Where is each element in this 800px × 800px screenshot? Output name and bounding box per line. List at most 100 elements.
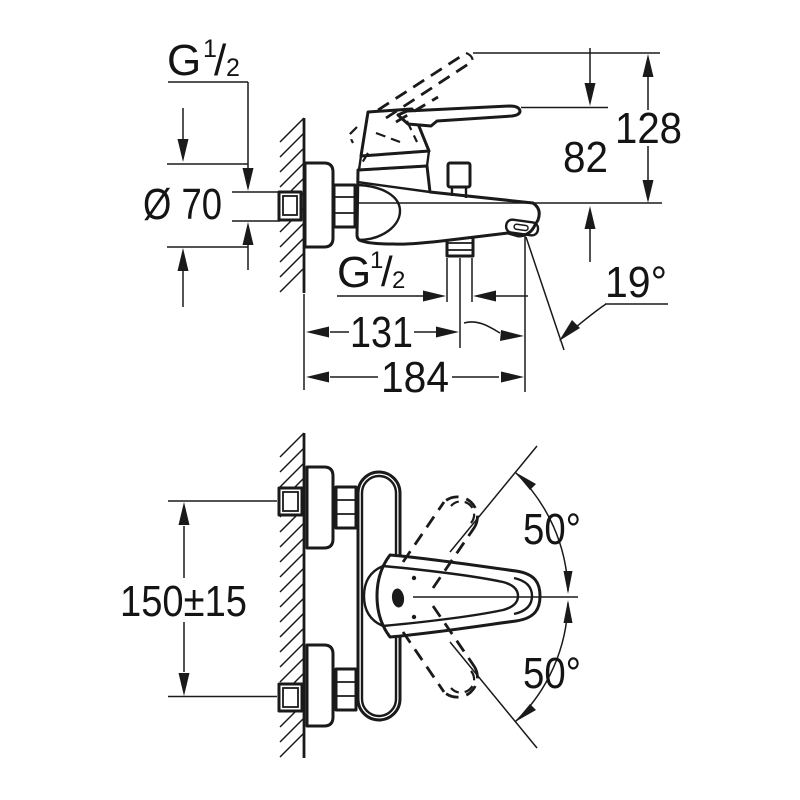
label-wall-to-spout-tip: 184 <box>381 353 449 402</box>
arrowhead <box>306 326 329 338</box>
hex-nut-flats <box>334 196 355 214</box>
raised-lever-inner-edge <box>395 95 439 124</box>
inlet-extension-lines <box>232 191 280 222</box>
label-inlet-thread-slash: / <box>214 36 227 85</box>
lever-front-inner-contour <box>362 564 520 628</box>
raised-lever-bottom-edge <box>385 59 474 120</box>
arrowhead <box>642 54 654 77</box>
label-inlet-thread-numerator: 1 <box>203 35 217 63</box>
dim-spout-angle-19 <box>463 236 668 351</box>
raised-housing-left-edge <box>358 152 369 169</box>
arrowhead <box>515 472 536 490</box>
faucet-body-side <box>355 104 541 258</box>
arrowhead <box>177 248 189 271</box>
wall-flange <box>303 161 335 249</box>
label-shower-thread-base: G <box>337 248 371 297</box>
aerator-slot <box>513 223 529 232</box>
arrowhead <box>436 326 459 338</box>
raised-lever-top-edge <box>377 51 467 112</box>
connection-hex-nut <box>332 183 357 229</box>
inlet-square-union <box>277 190 303 222</box>
arrowhead <box>563 571 573 594</box>
label-shower-thread-slash: / <box>381 248 393 295</box>
inlet-square-inner-bottom <box>282 687 299 708</box>
dim-shower-thread <box>337 258 528 348</box>
dim-184-lines <box>330 233 526 392</box>
side-view-labels: G 1 / 2 Ø 70 128 82 19° G 1 / 2 131 184 <box>143 35 682 402</box>
dim-connection-spacing <box>168 500 277 698</box>
label-spout-height: 82 <box>563 133 608 182</box>
front-view: 150±15 50° 50° <box>120 432 581 758</box>
hex-nut-top <box>334 485 358 530</box>
arrowhead <box>423 290 446 302</box>
aerator-ring <box>504 218 540 237</box>
wall-flange-bottom <box>305 643 335 728</box>
raised-lever-tip <box>465 51 475 62</box>
spout-angle-arc <box>463 321 501 334</box>
spout-angle-line <box>525 236 565 351</box>
spout-angle-leader <box>569 303 668 333</box>
inlet-thread-leader <box>168 81 249 270</box>
lever-front-outer <box>375 553 542 639</box>
raised-housing-right-edge <box>406 120 418 143</box>
raised-housing-bottom-edge <box>375 131 401 144</box>
label-spout-angle: 19° <box>605 258 667 307</box>
arrowhead <box>473 290 496 302</box>
label-flange-diameter: Ø 70 <box>143 180 222 229</box>
arrowhead <box>559 320 580 341</box>
lever-mark-upper <box>411 575 417 581</box>
diverter-knob <box>446 161 472 198</box>
lever-down-position <box>401 605 479 699</box>
wall-flange-top <box>305 465 335 550</box>
flange-diameter-lines <box>167 108 248 307</box>
union-dome-cover <box>357 183 402 242</box>
arrowhead <box>584 83 596 106</box>
arrowhead <box>563 600 573 623</box>
arrowhead <box>584 206 596 229</box>
lever-down-inner-cap <box>450 670 476 694</box>
dim-150-lines <box>168 500 277 698</box>
swivel-leg-down <box>449 641 538 749</box>
mounting-front-top <box>277 465 358 550</box>
label-connection-spacing: 150±15 <box>120 577 247 626</box>
side-view: G 1 / 2 Ø 70 128 82 19° G 1 / 2 131 184 <box>143 35 682 402</box>
lever-indicator-dot <box>391 588 405 608</box>
shower-thread-lines <box>337 258 528 348</box>
swivel-leg-up <box>449 445 538 553</box>
faucet-body-front <box>356 470 542 722</box>
arrowhead <box>306 371 329 383</box>
diverter-knob-cap <box>446 161 472 189</box>
side-view-dimensions <box>167 48 668 392</box>
lever-raised-dashed <box>347 51 475 169</box>
lever-up-inner-cap <box>450 500 476 524</box>
lever-mark-lower <box>411 614 417 620</box>
spout-aerator <box>504 218 540 237</box>
arrowhead <box>242 168 254 191</box>
raised-housing-corner <box>347 126 358 144</box>
lever-up-position <box>401 495 479 589</box>
spout-shoulder-line <box>356 180 431 194</box>
shower-connector-rings <box>447 242 473 251</box>
mounting-front-bottom <box>277 643 358 728</box>
dim-spout-height-82 <box>584 48 596 262</box>
inlet-square-union-top <box>277 486 304 517</box>
housing-base-ring <box>357 149 431 172</box>
arrowhead <box>178 502 190 525</box>
label-swivel-down: 50° <box>523 649 581 698</box>
inlet-square-inner <box>282 195 298 216</box>
inlet-square-inner-top <box>282 491 299 512</box>
front-view-dimensions <box>168 445 578 749</box>
dim-131 <box>306 326 459 338</box>
diverter-knob-neck <box>450 187 468 198</box>
hex-nut-top-flats <box>336 499 356 515</box>
dim-overall-height-128 <box>642 54 654 203</box>
dim-inlet-thread <box>168 81 254 270</box>
lever-handle-side <box>396 104 522 128</box>
label-swivel-up: 50° <box>523 505 581 554</box>
hex-nut-bottom <box>334 667 358 712</box>
wall-section-side <box>279 117 306 390</box>
label-inlet-thread-denominator: 2 <box>226 54 240 82</box>
label-shower-thread-numerator: 1 <box>370 247 383 274</box>
